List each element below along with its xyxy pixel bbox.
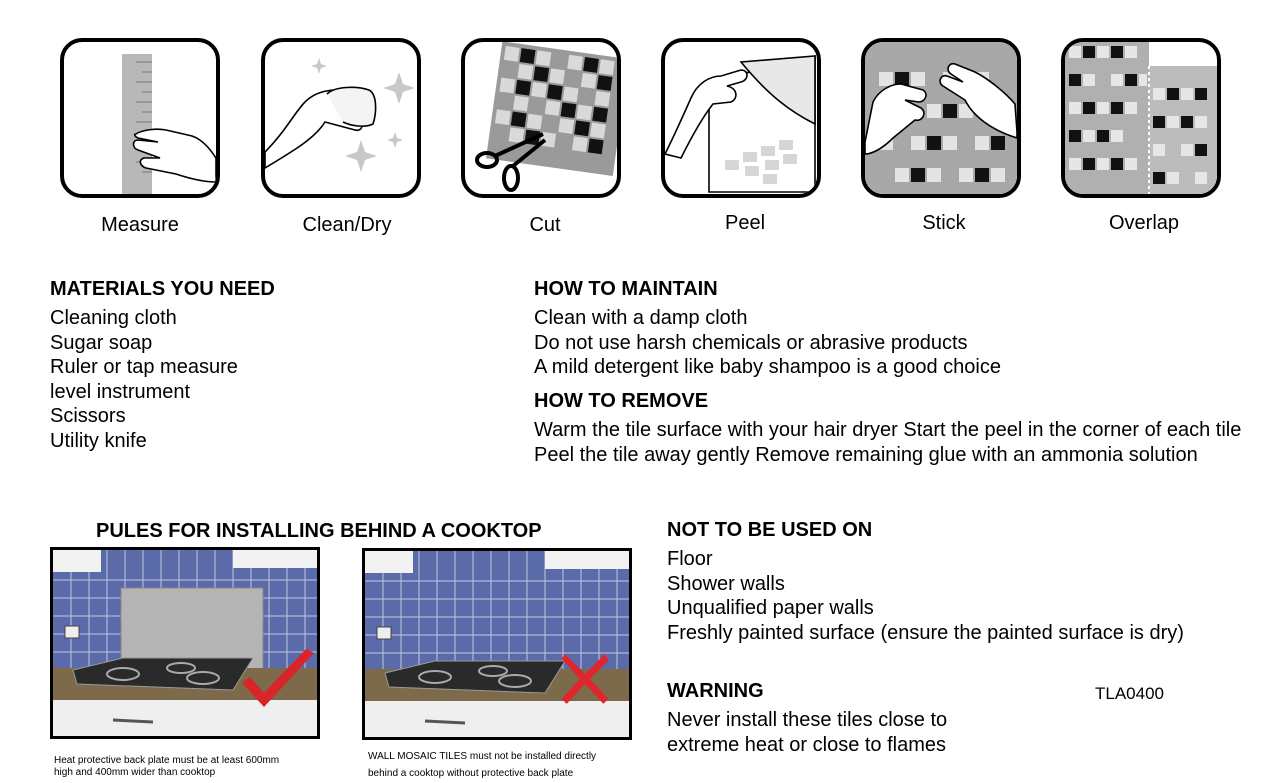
materials-item: Ruler or tap measure xyxy=(50,356,238,379)
tick-mark-icon xyxy=(242,649,314,707)
step-stick-panel xyxy=(861,38,1021,198)
materials-item: Cleaning cloth xyxy=(50,307,177,329)
remove-list: Warm the tile surface with your hair dry… xyxy=(534,418,1241,467)
maintain-item: A mild detergent like baby shampoo is a … xyxy=(534,356,1001,379)
remove-item: Peel the tile away gently Remove remaini… xyxy=(534,443,1198,466)
cloth-wipe-icon xyxy=(265,58,415,172)
caption-incorrect: WALL MOSAIC TILES must not be installed … xyxy=(368,751,597,779)
step-measure-panel xyxy=(60,38,220,198)
step-label-measure: Measure xyxy=(101,214,179,236)
materials-item: level instrument xyxy=(50,380,191,403)
cross-mark-icon xyxy=(561,653,609,704)
not-used-item: Shower walls xyxy=(667,572,785,595)
scissors-tile-icon xyxy=(475,42,617,192)
maintain-item: Do not use harsh chemicals or abrasive p… xyxy=(534,331,968,354)
cooktop-correct-photo xyxy=(50,547,320,739)
cooktop-incorrect-photo xyxy=(362,548,632,740)
materials-item: Sugar soap xyxy=(50,331,153,354)
not-used-item: Floor xyxy=(667,548,713,570)
peel-backing-icon xyxy=(665,54,816,193)
maintain-list: Clean with a damp cloth Do not use harsh… xyxy=(534,306,1001,380)
step-label-cut: Cut xyxy=(529,214,561,236)
warning-heading: WARNING xyxy=(667,680,764,702)
ruler-hand-icon xyxy=(122,54,216,194)
not-used-item: Unqualified paper walls xyxy=(667,597,874,620)
materials-item: Scissors xyxy=(50,405,126,428)
step-label-clean-dry: Clean/Dry xyxy=(302,214,392,236)
step-label-overlap: Overlap xyxy=(1108,212,1180,234)
warning-item: extreme heat or close to flames xyxy=(667,733,947,756)
step-cut-panel xyxy=(461,38,621,198)
step-clean-panel xyxy=(261,38,421,198)
caption-correct: Heat protective back plate must be at le… xyxy=(54,755,280,778)
press-tile-icon xyxy=(865,42,1017,194)
step-overlap-panel xyxy=(1061,38,1221,198)
product-code: TLA0400 xyxy=(1095,684,1164,703)
cooktop-heading: PULES FOR INSTALLING BEHIND A COOKTOP xyxy=(96,520,542,542)
step-label-peel: Peel xyxy=(724,212,766,234)
maintain-heading: HOW TO MAINTAIN xyxy=(534,278,718,300)
materials-list: Cleaning cloth Sugar soap Ruler or tap m… xyxy=(50,306,238,454)
overlap-tiles-icon xyxy=(1065,42,1217,194)
remove-item: Warm the tile surface with your hair dry… xyxy=(534,419,1242,441)
materials-item: Utility knife xyxy=(50,429,147,452)
warning-item: Never install these tiles close to xyxy=(667,709,948,731)
warning-list: Never install these tiles close to extre… xyxy=(667,708,947,757)
not-used-list: Floor Shower walls Unqualified paper wal… xyxy=(667,547,1184,645)
maintain-item: Clean with a damp cloth xyxy=(534,307,748,329)
step-peel-panel xyxy=(661,38,821,198)
step-label-stick: Stick xyxy=(922,212,966,234)
remove-heading: HOW TO REMOVE xyxy=(534,390,709,412)
materials-heading: MATERIALS YOU NEED xyxy=(50,278,275,300)
not-used-heading: NOT TO BE USED ON xyxy=(667,519,873,541)
not-used-item: Freshly painted surface (ensure the pain… xyxy=(667,621,1184,644)
